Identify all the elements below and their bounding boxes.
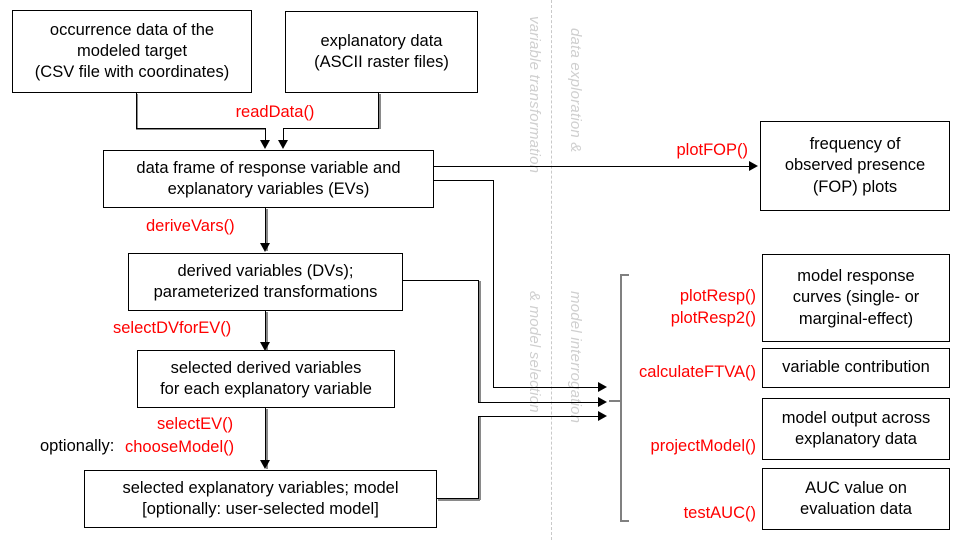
- arrow-occurrence-to-dataframe: [260, 140, 270, 149]
- function-label-plotResp2: plotResp2(): [670, 309, 756, 327]
- function-label-selectEV: selectEV(): [157, 415, 234, 433]
- auc-value-line-1: AUC value on: [805, 478, 907, 497]
- connector-model-branch-to-brace: [478, 416, 603, 417]
- connector-dataframe-branch-down: [493, 180, 494, 387]
- function-label-plotResp: plotResp(): [679, 287, 756, 305]
- auc-value-line-2: evaluation data: [800, 500, 912, 518]
- annotation-model-selection: & model selection: [526, 291, 543, 413]
- connector-occurrence-to-dataframe: [265, 128, 266, 142]
- fop-plots-line-2: observed presence: [784, 156, 926, 175]
- connector-dataframe-to-derived: [265, 208, 266, 245]
- selected-derived-variables-box: selected derived variables for each expl…: [137, 350, 395, 408]
- derived-variables-line-2: parameterized transformations: [153, 283, 378, 301]
- connector-selectedderived-to-model: [265, 408, 266, 463]
- function-label-chooseModel: chooseModel(): [125, 438, 235, 456]
- response-curves-box: model response curves (single- or margin…: [762, 254, 950, 342]
- explanatory-data-line-1: explanatory data: [320, 31, 443, 50]
- arrow-explanatory-to-dataframe: [278, 140, 288, 149]
- selected-explanatory-line-2: [optionally: user-selected model]: [142, 500, 379, 518]
- occurrence-data-line-2: modeled target: [76, 41, 188, 60]
- selected-derived-line-2: for each explanatory variable: [160, 380, 372, 398]
- explanatory-data-box: explanatory data (ASCII raster files): [285, 11, 478, 93]
- variable-contribution-line-1: variable contribution: [782, 358, 930, 377]
- connector-dataframe-to-fop: [434, 166, 751, 167]
- connector-model-branch-up: [478, 416, 479, 499]
- variable-contribution-box: variable contribution: [762, 348, 950, 388]
- connector-derived-branch-right: [403, 280, 479, 281]
- data-frame-box: data frame of response variable and expl…: [103, 150, 434, 208]
- connector-dataframe-branch-to-brace: [493, 387, 603, 388]
- arrow-dataframe-to-derived: [260, 243, 270, 252]
- function-label-plotFOP: plotFOP(): [676, 141, 748, 159]
- function-label-testAUC: testAUC(): [683, 504, 756, 522]
- data-frame-line-2: explanatory variables (EVs): [167, 180, 370, 198]
- connector-explanatory-to-dataframe: [283, 128, 284, 142]
- occurrence-data-box: occurrence data of the modeled target (C…: [12, 10, 252, 93]
- model-output-line-1: model output across: [781, 408, 931, 427]
- occurrence-data-line-3: (CSV file with coordinates): [34, 63, 230, 82]
- arrow-dataframe-to-brace: [598, 382, 607, 392]
- connector-explanatory-left: [283, 128, 379, 129]
- function-label-readData: readData(): [235, 103, 315, 121]
- data-frame-line-1: data frame of response variable and: [136, 158, 401, 177]
- connector-derived-branch-down: [478, 280, 479, 402]
- selected-explanatory-line-1: selected explanatory variables; model: [122, 478, 399, 497]
- selected-explanatory-variables-box: selected explanatory variables; model [o…: [84, 470, 437, 528]
- output-group-brace: [609, 274, 632, 522]
- connector-occurrence-down: [136, 93, 137, 129]
- derived-variables-line-1: derived variables (DVs);: [177, 261, 354, 280]
- fop-plots-line-3: (FOP) plots: [812, 177, 898, 196]
- model-output-box: model output across explanatory data: [762, 398, 950, 460]
- connector-derived-to-selectedderived: [265, 311, 266, 344]
- arrow-dataframe-to-fop: [749, 161, 758, 171]
- annotation-variable-transformation: variable transformation: [526, 16, 543, 174]
- function-label-projectModel: projectModel(): [650, 437, 756, 455]
- response-curves-line-3: marginal-effect): [798, 309, 914, 328]
- arrow-derived-to-selectedderived: [260, 342, 270, 351]
- explanatory-data-line-2: (ASCII raster files): [314, 53, 449, 71]
- connector-derived-branch-to-brace: [478, 402, 603, 403]
- response-curves-line-1: model response: [797, 267, 915, 286]
- connector-occurrence-right: [136, 128, 266, 129]
- connector-explanatory-down: [378, 93, 379, 129]
- response-curves-line-2: curves (single- or: [792, 288, 920, 307]
- occurrence-data-line-1: occurrence data of the: [49, 20, 215, 39]
- auc-value-box: AUC value on evaluation data: [762, 468, 950, 530]
- connector-dataframe-branch-right: [434, 180, 494, 181]
- model-output-line-2: explanatory data: [794, 430, 917, 448]
- function-label-calculateFTVA: calculateFTVA(): [638, 363, 756, 381]
- function-label-deriveVars: deriveVars(): [146, 217, 235, 235]
- section-divider: [551, 0, 552, 540]
- annotation-data-exploration: data exploration &: [567, 28, 584, 153]
- connector-model-branch-right: [437, 498, 479, 499]
- arrow-derived-to-brace: [598, 397, 607, 407]
- derived-variables-box: derived variables (DVs); parameterized t…: [128, 253, 403, 311]
- fop-plots-box: frequency of observed presence (FOP) plo…: [760, 121, 950, 211]
- fop-plots-line-1: frequency of: [809, 135, 901, 154]
- arrow-model-to-brace: [598, 411, 607, 421]
- arrow-selectedderived-to-model: [260, 460, 270, 469]
- function-label-selectDVforEV: selectDVforEV(): [113, 319, 232, 337]
- optionally-prefix-label: optionally:: [40, 437, 119, 455]
- annotation-model-interrogation: model interrogation: [567, 291, 584, 424]
- selected-derived-line-1: selected derived variables: [170, 358, 362, 377]
